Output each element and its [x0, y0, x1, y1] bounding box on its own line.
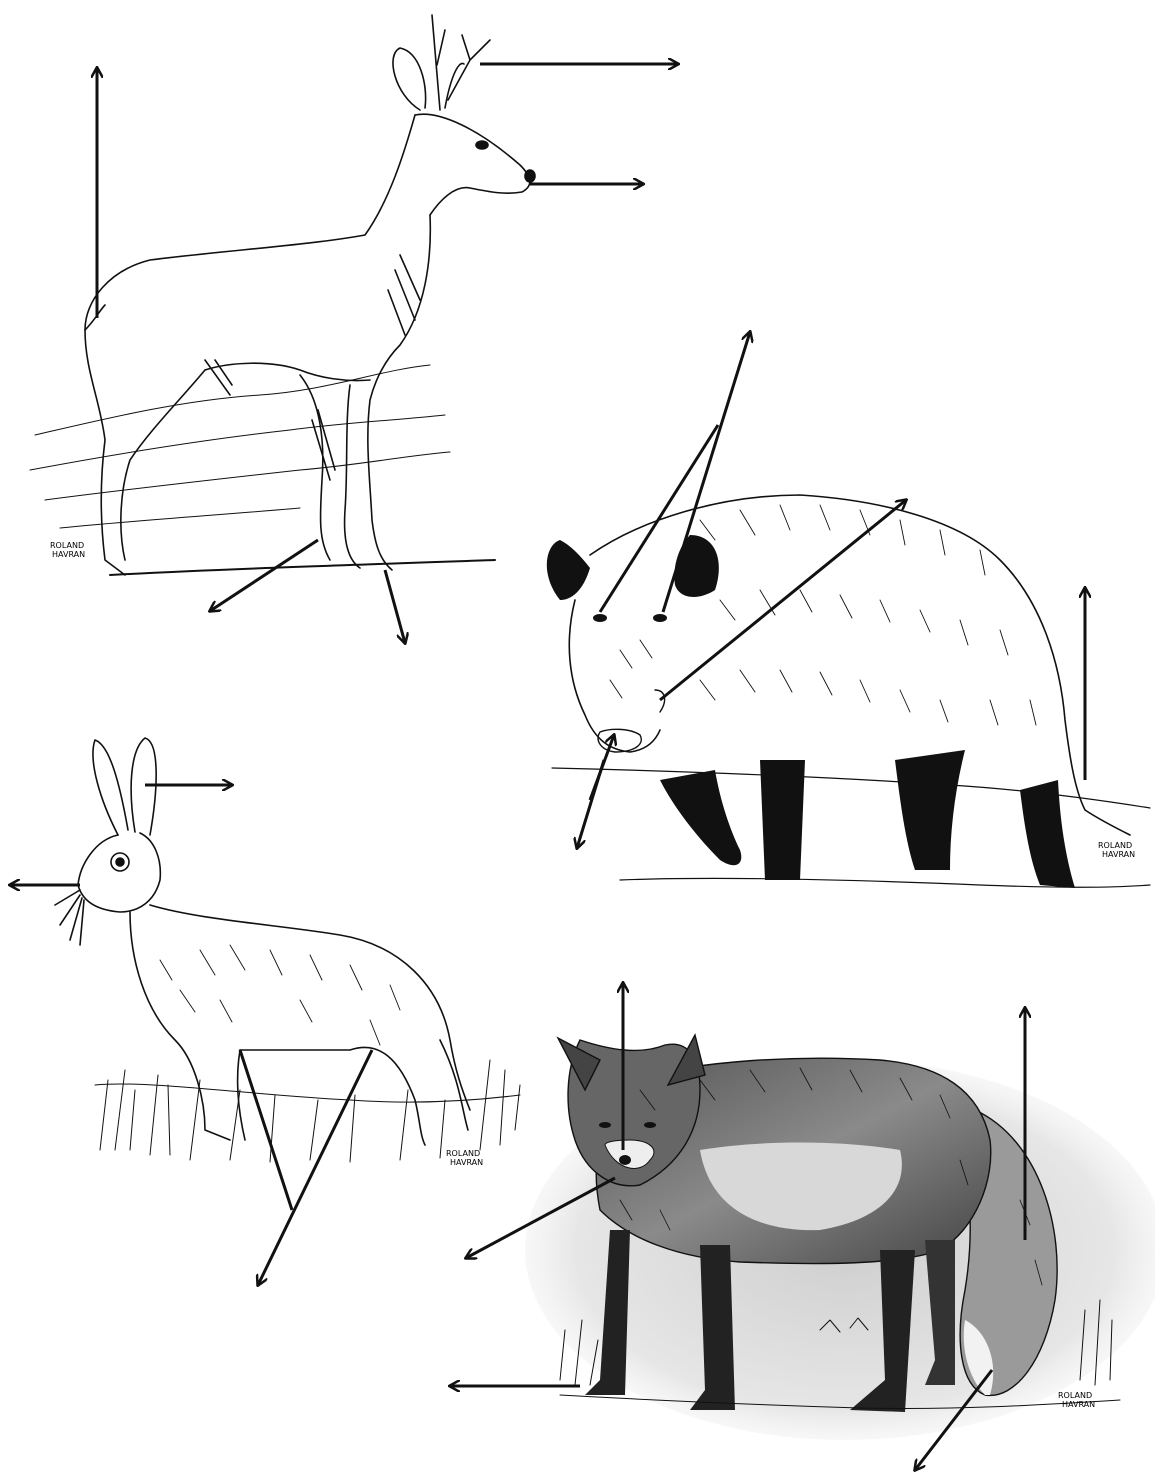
- red-fox-signature: ROLAND: [1058, 1391, 1092, 1400]
- wild-boar-signature: ROLAND: [1098, 841, 1132, 850]
- hare-grass: [95, 1060, 520, 1162]
- hare-signature-line2: HAVRAN: [450, 1158, 483, 1167]
- hare-arrow-hindleg: [258, 1050, 372, 1285]
- wild-boar-signature-line2: HAVRAN: [1102, 850, 1135, 859]
- wild-boar-arrow-tusk: [660, 500, 906, 700]
- red-fox-signature-line2: HAVRAN: [1062, 1400, 1095, 1409]
- roe-deer-signature-line2: HAVRAN: [52, 550, 85, 559]
- roe-deer-arrow-hoof: [385, 570, 405, 643]
- hare-arrows: [10, 785, 372, 1285]
- hare-illustration: ROLAND HAVRAN: [10, 738, 520, 1285]
- roe-deer-ground: [30, 365, 495, 575]
- hare-arrow-foreleg: [240, 1050, 292, 1210]
- roe-deer-illustration: ROLAND HAVRAN: [30, 15, 678, 643]
- red-fox-illustration: ROLAND HAVRAN: [450, 983, 1155, 1470]
- hare-signature: ROLAND: [446, 1149, 480, 1158]
- roe-deer-arrows: [97, 64, 678, 643]
- wild-boar-illustration: ROLAND HAVRAN: [547, 332, 1150, 888]
- wild-boar-arrow-snout-down: [577, 760, 604, 848]
- roe-deer-signature: ROLAND: [50, 541, 84, 550]
- roe-deer-arrow-leg: [210, 540, 318, 611]
- roe-deer-icon: [85, 15, 535, 575]
